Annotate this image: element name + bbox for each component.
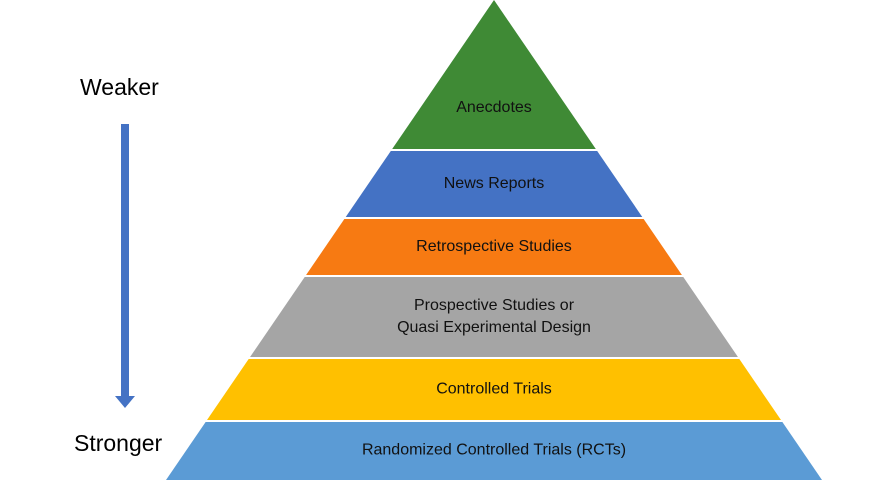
pyramid-layer-shape: [392, 0, 596, 149]
pyramid-layer-label: Prospective Studies or: [414, 297, 575, 314]
pyramid-layer-shape: [345, 151, 643, 217]
pyramid-layer-shape: [306, 219, 682, 275]
pyramid-layer-label: Controlled Trials: [436, 381, 552, 398]
pyramid-layer-6: Randomized Controlled Trials (RCTs): [166, 422, 822, 480]
pyramid-layer-label: Retrospective Studies: [416, 238, 572, 255]
pyramid-layer-shape: [207, 359, 781, 420]
pyramid-layer-2: News Reports: [345, 151, 643, 217]
weaker-label: Weaker: [80, 74, 159, 100]
arrow-head-icon: [115, 396, 135, 408]
pyramid-layer-1: Anecdotes: [392, 0, 596, 149]
pyramid-layer-shape: [166, 422, 822, 480]
pyramid-layer-label: Randomized Controlled Trials (RCTs): [362, 442, 626, 459]
pyramid-layer-label: News Reports: [444, 175, 544, 192]
strength-arrow: [115, 124, 135, 408]
pyramid-layer-label: Quasi Experimental Design: [397, 319, 591, 336]
pyramid-layer-5: Controlled Trials: [207, 359, 781, 420]
pyramid-layer-4: Prospective Studies or Quasi Experimental…: [250, 277, 738, 357]
pyramid-layer-label: Anecdotes: [456, 99, 532, 116]
pyramid-layer-3: Retrospective Studies: [306, 219, 682, 275]
pyramid-layer-shape: [250, 277, 738, 357]
arrow-shaft: [121, 124, 129, 396]
stronger-label: Stronger: [74, 430, 163, 456]
